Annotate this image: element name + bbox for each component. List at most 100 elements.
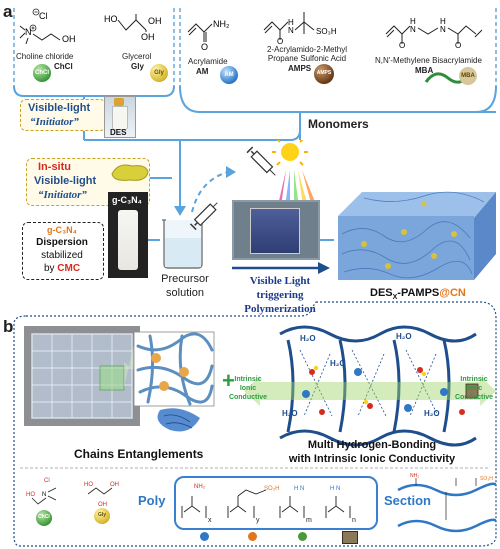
mba-abbr: MBA <box>415 66 434 75</box>
svg-text:H N: H N <box>294 486 304 492</box>
svg-text:N: N <box>42 492 46 498</box>
gly-small-ball-icon <box>94 508 110 524</box>
gcn-sheet-icon <box>111 164 149 181</box>
amps-ball-label: AMPS <box>316 70 332 76</box>
gcn-vial-body-icon <box>118 210 138 270</box>
svg-text:SO₃H: SO₃H <box>480 476 493 482</box>
intrinsic-right-line1: Intrinsic <box>460 376 488 383</box>
svg-text:N: N <box>410 25 416 34</box>
svg-text:HO: HO <box>84 482 93 488</box>
am-ball-label: AM <box>224 72 234 78</box>
svg-text:NH₂: NH₂ <box>194 484 206 490</box>
svg-text:O: O <box>399 41 405 48</box>
svg-text:OH: OH <box>98 502 107 508</box>
intrinsic-left-line3: Conductive <box>228 394 268 401</box>
svg-text:Cl: Cl <box>39 11 48 21</box>
glycerol-name: Glycerol <box>122 52 152 61</box>
legend-crosslink-icon <box>342 531 358 544</box>
glycerol-abbr: Gly <box>131 62 144 71</box>
svg-text:OH: OH <box>148 16 162 26</box>
chcl-ball-label: ChCl <box>35 70 49 76</box>
product-label-suffix: @CN <box>439 287 466 299</box>
dispersion-line1: g-C₃N₄ <box>47 225 77 235</box>
svg-text:HO: HO <box>104 14 118 24</box>
panel-b-label: b <box>3 317 14 336</box>
acrylamide-abbr: AM <box>196 67 209 76</box>
poly-label: Poly <box>138 493 166 508</box>
amps-structure: O H N SO₃H <box>263 12 337 44</box>
acrylamide-name: Acrylamide <box>188 57 228 66</box>
amps-abbr: AMPS <box>288 64 312 73</box>
amps-name-line2: Propane Sulfonic Acid <box>267 54 347 63</box>
legend-orange-ball-icon <box>248 532 257 541</box>
chcl-small-structure: Cl N HO <box>26 478 57 505</box>
insitu-line2: Visible-light <box>34 175 97 187</box>
so3h-text: SO₃H <box>264 486 279 492</box>
intrinsic-right-line3: Conductive <box>454 394 494 401</box>
monomers-label: Monomers <box>308 117 369 131</box>
dispersion-line4-prefix: by <box>43 263 55 274</box>
water-label-4: H₂O <box>424 409 440 418</box>
panel-b-frame <box>13 301 497 547</box>
chcl-ball-icon <box>33 64 51 82</box>
svg-text:H: H <box>410 17 416 26</box>
poly-structure-frame <box>174 476 378 530</box>
hbond-line2: with Intrinsic Ionic Conductivity <box>288 453 456 465</box>
dispersion-line4-highlight: CMC <box>57 263 81 274</box>
polymerization-line2: triggering <box>256 289 304 301</box>
svg-text:Cl: Cl <box>44 478 50 484</box>
mba-ball-label: MBA <box>461 73 475 79</box>
intrinsic-left-line2: Ionic <box>239 385 257 392</box>
svg-text:O: O <box>277 37 283 44</box>
precursor-line1: Precursor <box>161 273 209 285</box>
initiator-line1: Visible-light <box>28 102 91 114</box>
product-label-sub: X <box>392 294 398 302</box>
chcl-small-ball-icon <box>36 510 52 526</box>
svg-text:N: N <box>288 26 294 35</box>
poly-subscript-y: y <box>256 517 260 524</box>
svg-text:SO₃H: SO₃H <box>316 27 337 36</box>
gly-ball-label: Gly <box>154 70 164 76</box>
chcl-small-ball-label: ChCl <box>38 514 50 520</box>
gcn-vial-label: g-C₃N₄ <box>112 195 142 205</box>
mba-name: N,N'-Methylene Bisacrylamide <box>375 56 482 65</box>
dispersion-line3: stabilized <box>41 250 83 261</box>
beaker-icon <box>162 219 203 269</box>
amps-name-line1: 2-Acrylamido-2-Methyl <box>266 45 348 54</box>
svg-text:O: O <box>201 42 208 50</box>
svg-text:O: O <box>455 41 461 48</box>
gly-small-ball-label: Gly <box>97 512 107 518</box>
hbond-line1: Multi Hydrogen-Bonding <box>307 439 437 451</box>
initiator-line2: “Initiator” <box>30 116 79 128</box>
svg-text:NH₂: NH₂ <box>213 19 230 29</box>
choline-chloride-structure: Cl N OH <box>19 8 76 45</box>
water-label-3: H₂O <box>330 359 346 368</box>
chain-entanglement-icon <box>124 331 215 432</box>
hbond-network-icon <box>244 325 496 447</box>
glycerol-structure: HO . OH OH <box>104 14 162 42</box>
insitu-line1: In-situ <box>38 161 71 173</box>
choline-chloride-abbr: ChCl <box>54 62 73 71</box>
mba-chain-icon <box>424 67 477 85</box>
product-label-prefix: DES <box>370 287 393 299</box>
amps-ball-icon <box>314 64 334 84</box>
polymerization-mold-icon <box>250 208 300 254</box>
precursor-line2: solution <box>166 287 204 299</box>
product-label: DESX-PAMPS@CN <box>370 287 466 302</box>
svg-text:N: N <box>440 25 446 34</box>
water-label-1: H₂O <box>300 334 316 343</box>
chains-label: Chains Entanglements <box>74 447 204 461</box>
choline-chloride-name: Choline chloride <box>16 52 74 61</box>
am-ball-icon <box>220 66 238 84</box>
acrylamide-structure: O NH₂ <box>187 19 230 50</box>
intrinsic-left-line1: Intrinsic <box>234 376 262 383</box>
section-label: Section <box>384 493 431 508</box>
poly-subscript-x: x <box>208 517 212 524</box>
des-vial-label: DES <box>110 128 127 137</box>
gly-small-structure: HO OH OH <box>84 482 119 508</box>
poly-subscript-n: n <box>352 517 356 524</box>
des-vial-cap-icon <box>114 98 124 106</box>
svg-text:N: N <box>25 27 32 37</box>
legend-green-ball-icon <box>298 532 307 541</box>
legend-blue-ball-icon <box>200 532 209 541</box>
